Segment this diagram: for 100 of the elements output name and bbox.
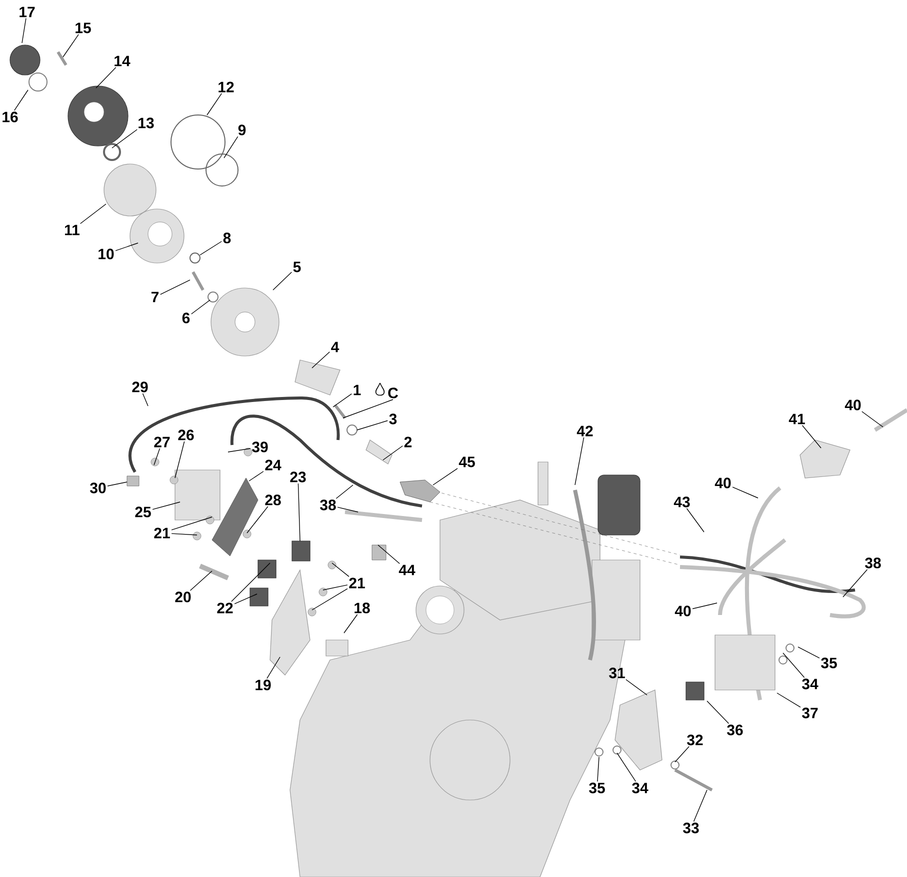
leader-line bbox=[382, 446, 403, 460]
callout-number: 21 bbox=[349, 578, 365, 588]
leader-line bbox=[107, 482, 128, 486]
leader-line bbox=[14, 90, 28, 111]
leader-line bbox=[62, 34, 79, 58]
callout-number: 27 bbox=[154, 436, 170, 448]
leader-line bbox=[200, 241, 222, 256]
leader-line bbox=[115, 242, 138, 252]
leader-line bbox=[332, 393, 352, 408]
leader-line bbox=[674, 746, 690, 762]
callout-letter: C bbox=[388, 388, 398, 398]
leader-line bbox=[266, 656, 280, 679]
callout-number: 19 bbox=[256, 680, 271, 690]
callout-number: 32 bbox=[687, 734, 703, 746]
leader-line bbox=[312, 352, 330, 368]
leader-line bbox=[336, 484, 354, 499]
leader-line bbox=[574, 437, 584, 486]
callout-number: 29 bbox=[132, 382, 148, 392]
leader-line bbox=[378, 544, 400, 564]
callout-number: 25 bbox=[135, 506, 151, 518]
callout-number: 2 bbox=[404, 436, 412, 448]
leader-line bbox=[152, 502, 180, 510]
leader-line bbox=[234, 594, 258, 604]
leader-line bbox=[776, 692, 801, 708]
callout-number: 8 bbox=[223, 232, 231, 244]
leader-line bbox=[154, 448, 160, 466]
callout-number: 11 bbox=[65, 224, 80, 236]
leader-line bbox=[80, 204, 106, 224]
leader-line bbox=[231, 562, 270, 602]
callout-number: 9 bbox=[238, 124, 246, 136]
callout-number: 20 bbox=[175, 592, 191, 602]
leader-line bbox=[732, 486, 758, 498]
callout-number: 33 bbox=[683, 822, 699, 834]
callout-number: 1 bbox=[354, 384, 361, 396]
callout-number: 12 bbox=[218, 82, 234, 92]
leader-line bbox=[332, 562, 350, 577]
leader-line bbox=[616, 752, 636, 782]
callout-number: 41 bbox=[788, 414, 805, 424]
leader-line bbox=[626, 679, 648, 696]
callout-number: 17 bbox=[20, 6, 35, 18]
leader-line bbox=[298, 483, 300, 542]
leader-line bbox=[862, 411, 884, 428]
callout-number: 34 bbox=[632, 782, 648, 794]
callout-number: 26 bbox=[178, 430, 194, 440]
leader-line bbox=[706, 700, 730, 724]
leader-line bbox=[96, 67, 116, 88]
leader-line bbox=[228, 448, 251, 452]
callout-number: 37 bbox=[802, 708, 818, 718]
callout-number: 10 bbox=[98, 248, 114, 260]
leader-line bbox=[693, 790, 708, 822]
callout-number: 40 bbox=[844, 400, 861, 410]
callout-number: 6 bbox=[182, 312, 190, 324]
callout-number: 22 bbox=[217, 602, 233, 614]
callout-number: 24 bbox=[265, 460, 282, 470]
leader-line bbox=[798, 646, 820, 658]
callout-number: 31 bbox=[609, 668, 625, 678]
callout-number: 38 bbox=[865, 558, 881, 568]
leader-line bbox=[432, 468, 458, 486]
leader-line bbox=[160, 280, 190, 295]
leader-line bbox=[248, 471, 264, 482]
callout-number: 3 bbox=[389, 414, 397, 424]
callout-number: 43 bbox=[674, 496, 690, 508]
callout-number: 35 bbox=[821, 658, 837, 668]
callout-number: 39 bbox=[252, 442, 268, 452]
callout-number: 44 bbox=[398, 564, 416, 576]
callout-number: 40 bbox=[714, 478, 731, 488]
leader-line bbox=[246, 506, 268, 534]
leader-line bbox=[692, 602, 718, 610]
callout-number: 40 bbox=[674, 606, 691, 616]
callout-number: 21 bbox=[154, 528, 170, 538]
leader-line bbox=[802, 425, 822, 448]
leader-line bbox=[112, 129, 138, 148]
leader-line bbox=[322, 584, 348, 590]
callout-number: 28 bbox=[265, 494, 281, 506]
callout-number: 38 bbox=[320, 500, 336, 510]
leader-line bbox=[190, 570, 212, 591]
leader-line bbox=[206, 93, 222, 116]
leader-line bbox=[191, 300, 210, 314]
callout-number: 42 bbox=[576, 426, 593, 436]
callout-number: 15 bbox=[76, 22, 91, 34]
leader-line bbox=[337, 506, 358, 512]
callout-number: 36 bbox=[727, 724, 743, 736]
leader-line bbox=[842, 569, 868, 598]
callout-number: 5 bbox=[293, 262, 301, 272]
leader-line bbox=[342, 399, 394, 418]
callout-number: 34 bbox=[802, 678, 818, 690]
callout-number: 13 bbox=[138, 118, 154, 128]
callout-number: 18 bbox=[354, 602, 370, 614]
callout-number: 7 bbox=[151, 292, 159, 302]
leader-line bbox=[22, 18, 26, 44]
leader-line bbox=[597, 756, 600, 782]
leader-line bbox=[782, 652, 805, 678]
callout-number: 16 bbox=[2, 112, 18, 122]
callout-number: 45 bbox=[458, 456, 475, 468]
leader-line bbox=[356, 420, 388, 430]
leader-line bbox=[686, 508, 704, 532]
leader-line bbox=[312, 588, 348, 610]
callout-number: 14 bbox=[114, 56, 130, 66]
leader-line bbox=[174, 441, 185, 478]
leader-line bbox=[142, 393, 148, 406]
